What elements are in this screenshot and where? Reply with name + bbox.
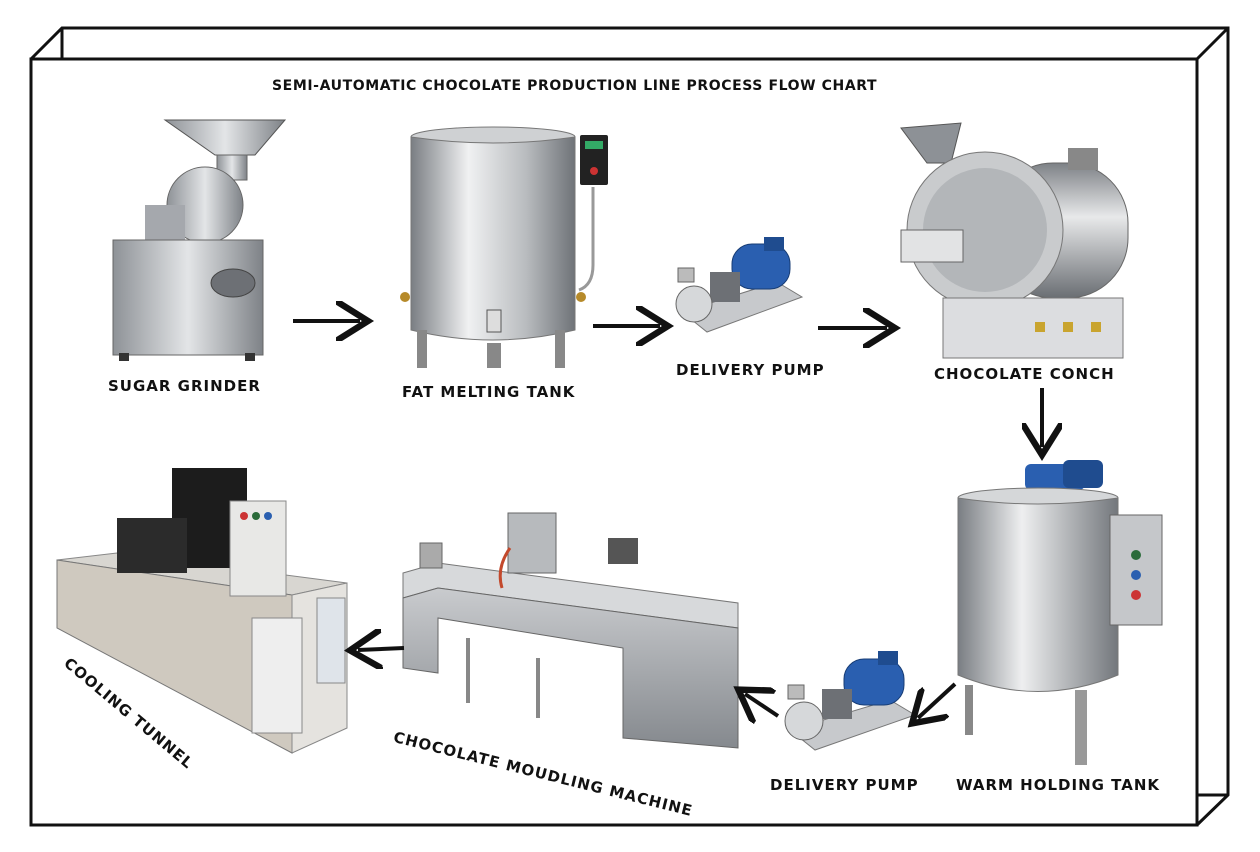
fat-melting-tank-image xyxy=(400,126,608,368)
step-label-chocolate-conch: CHOCOLATE CONCH xyxy=(934,365,1115,383)
step-label-delivery-pump-bottom: DELIVERY PUMP xyxy=(770,776,919,794)
chart-title: SEMI-AUTOMATIC CHOCOLATE PRODUCTION LINE… xyxy=(272,78,878,94)
cooling-tunnel-image xyxy=(56,468,348,754)
arrow-moulding-to-cooling xyxy=(358,648,405,650)
arrow-pump-to-moulding xyxy=(745,694,780,716)
step-label-warm-holding-tank: WARM HOLDING TANK xyxy=(956,776,1161,794)
sugar-grinder-image xyxy=(112,119,287,361)
arrow-holding-tank-to-pump xyxy=(918,682,957,718)
delivery-pump-top-image xyxy=(675,237,804,333)
warm-holding-tank-image xyxy=(957,460,1163,765)
step-label-fat-melting-tank: FAT MELTING TANK xyxy=(402,383,576,401)
step-label-sugar-grinder: SUGAR GRINDER xyxy=(108,377,261,395)
step-label-delivery-pump-top: DELIVERY PUMP xyxy=(676,361,825,379)
delivery-pump-bottom-image xyxy=(784,651,917,751)
chocolate-conch-image xyxy=(900,122,1129,359)
chocolate-moulding-machine-image xyxy=(402,512,739,749)
